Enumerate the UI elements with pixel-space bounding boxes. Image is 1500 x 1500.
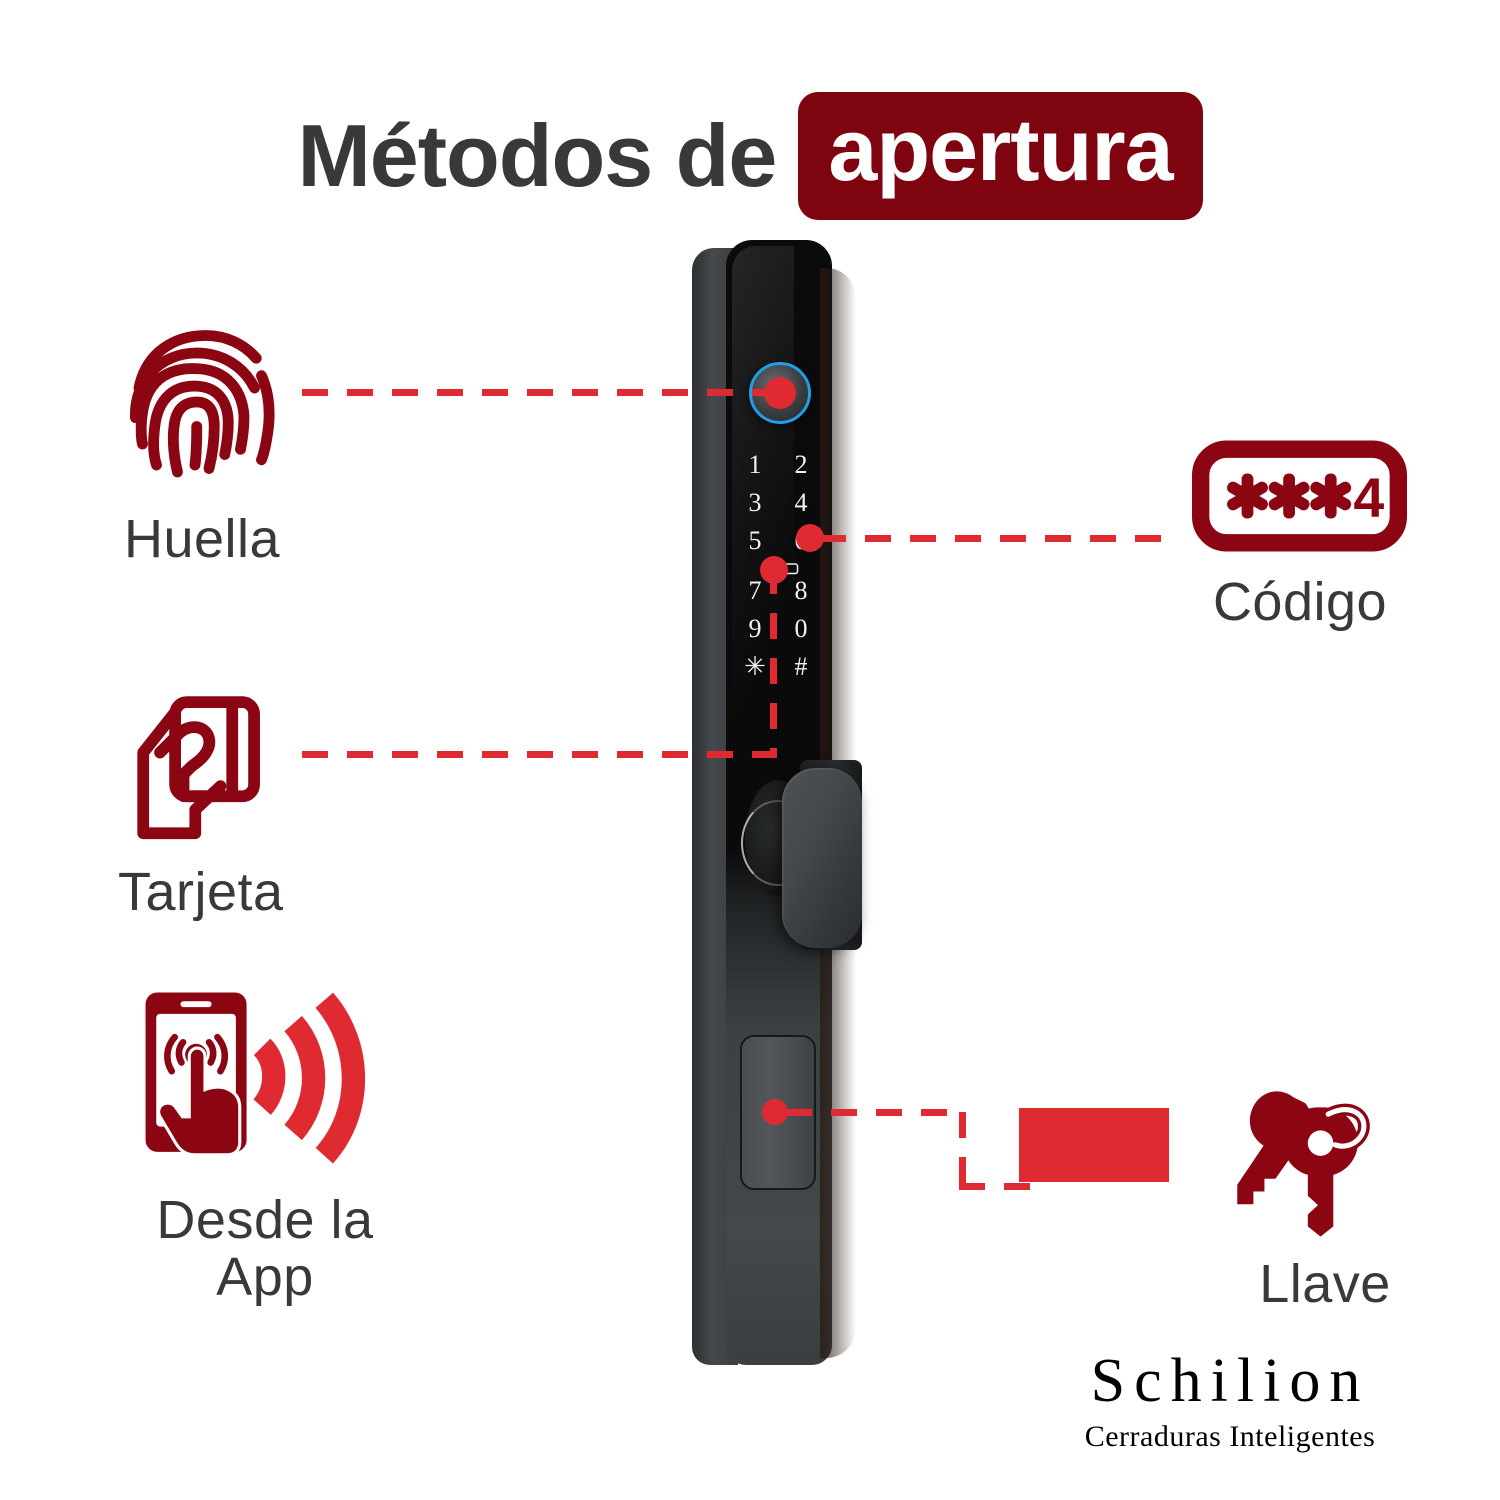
method-label-huella: Huella [124,509,281,569]
hand-card-icon [137,696,260,840]
connector-huella [302,389,780,396]
key-8[interactable]: 8 [794,576,808,605]
connector-llave-vertical [959,1112,966,1190]
key-0[interactable]: 0 [794,614,808,643]
key-5[interactable]: 5 [748,526,762,555]
brand-tagline: Cerraduras Inteligentes [1084,1420,1376,1453]
thumb-turn-knob[interactable] [782,768,862,948]
keypad-row: 7 8 [738,578,818,604]
keypad-row: 9 0 [738,616,818,642]
key-asterisk[interactable]: ✳ [744,652,766,681]
phone-wireless-icon [145,992,366,1164]
method-label-codigo: Código [1212,572,1388,632]
key-1[interactable]: 1 [748,450,762,479]
method-label-llave: Llave [1259,1254,1391,1314]
connector-tarjeta-horizontal [302,751,770,758]
key-7[interactable]: 7 [748,576,762,605]
method-label-tarjeta: Tarjeta [118,862,284,922]
key-hash[interactable]: # [794,652,808,681]
key-3[interactable]: 3 [748,488,762,517]
llave-accent-block [1019,1108,1169,1182]
method-app: Desde la App [130,980,460,1306]
key-4[interactable]: 4 [794,488,808,517]
key-9[interactable]: 9 [748,614,762,643]
key-2[interactable]: 2 [794,450,808,479]
method-tarjeta: Tarjeta [118,682,408,921]
connector-codigo [820,535,1180,542]
keypad-row: 1 2 [738,452,818,478]
page-title: Métodos de apertura [0,92,1500,220]
pin-code-icon: 4 [1192,440,1407,552]
keypad-row: ✳ # [738,654,818,680]
fingerprint-icon [130,330,275,478]
method-codigo: 4 Código [1192,440,1492,631]
marker-dot-keypad [796,524,824,552]
knob-highlight-ring [741,800,815,886]
title-plain-text: Métodos de [297,106,777,205]
code-digit: 4 [1353,467,1384,529]
marker-dot-keyhole [762,1099,788,1125]
connector-llave-horizontal-lower [959,1183,1031,1190]
brand-logo: Schilion Cerraduras Inteligentes [1000,1350,1460,1452]
keypad-row: 3 4 [738,490,818,516]
brand-name: Schilion [1090,1347,1370,1415]
keys-icon [1237,1091,1370,1237]
method-huella: Huella [118,318,408,568]
connector-llave-horizontal-upper [786,1109,966,1116]
method-label-app: Desde la App [156,1190,374,1308]
title-highlight-badge: apertura [798,92,1203,220]
method-llave: Llave [1216,1070,1496,1313]
connector-tarjeta-vertical [770,568,777,758]
